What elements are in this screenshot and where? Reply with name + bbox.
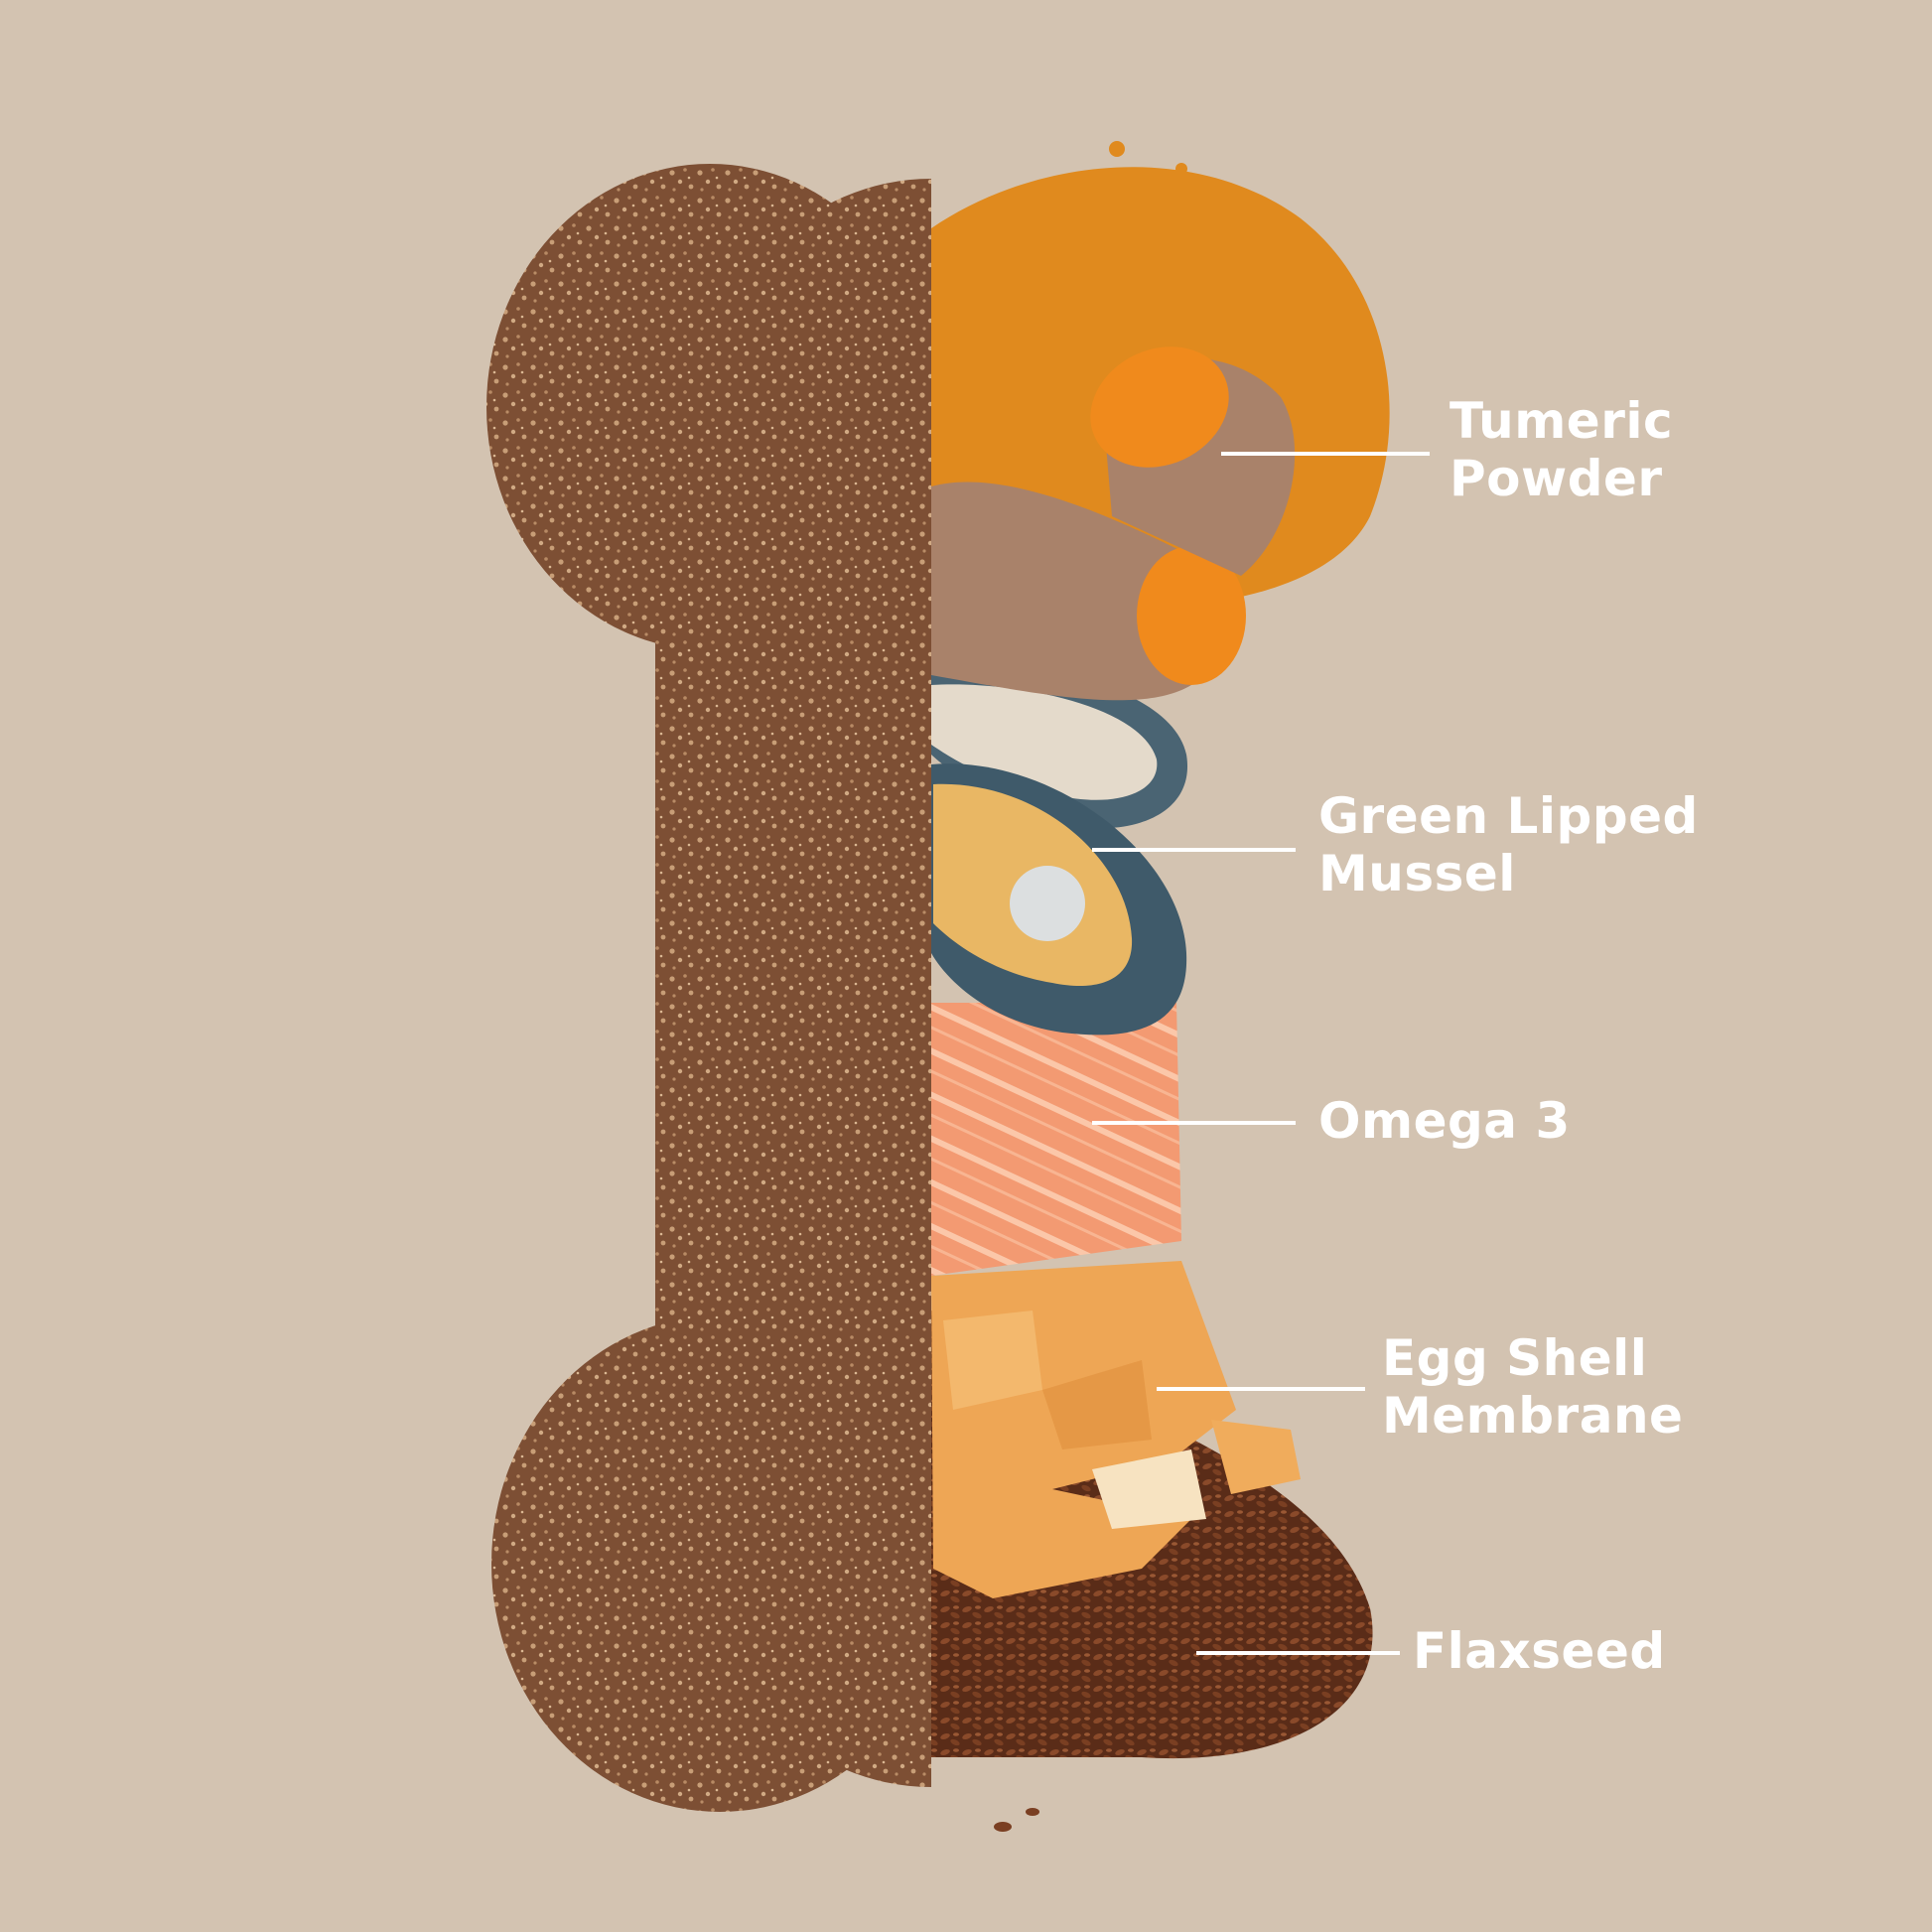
label-mussel: Green Lipped Mussel (1318, 787, 1699, 902)
salmon-icon (931, 1003, 1181, 1276)
turmeric-icon (931, 141, 1390, 701)
egg-shell-icon (931, 1261, 1301, 1598)
label-omega-3: Omega 3 (1318, 1092, 1571, 1150)
bone-treat (486, 164, 931, 1812)
leader-line-flaxseed (1196, 1651, 1400, 1655)
leader-line-egg (1157, 1387, 1365, 1391)
leader-line-omega (1092, 1121, 1296, 1125)
mussel-icon (931, 663, 1188, 1035)
label-flaxseed: Flaxseed (1413, 1622, 1666, 1680)
leader-line-turmeric (1221, 452, 1430, 456)
leader-line-mussel (1092, 848, 1296, 852)
label-egg-shell: Egg Shell Membrane (1382, 1329, 1684, 1445)
label-turmeric: Tumeric Powder (1449, 392, 1674, 507)
